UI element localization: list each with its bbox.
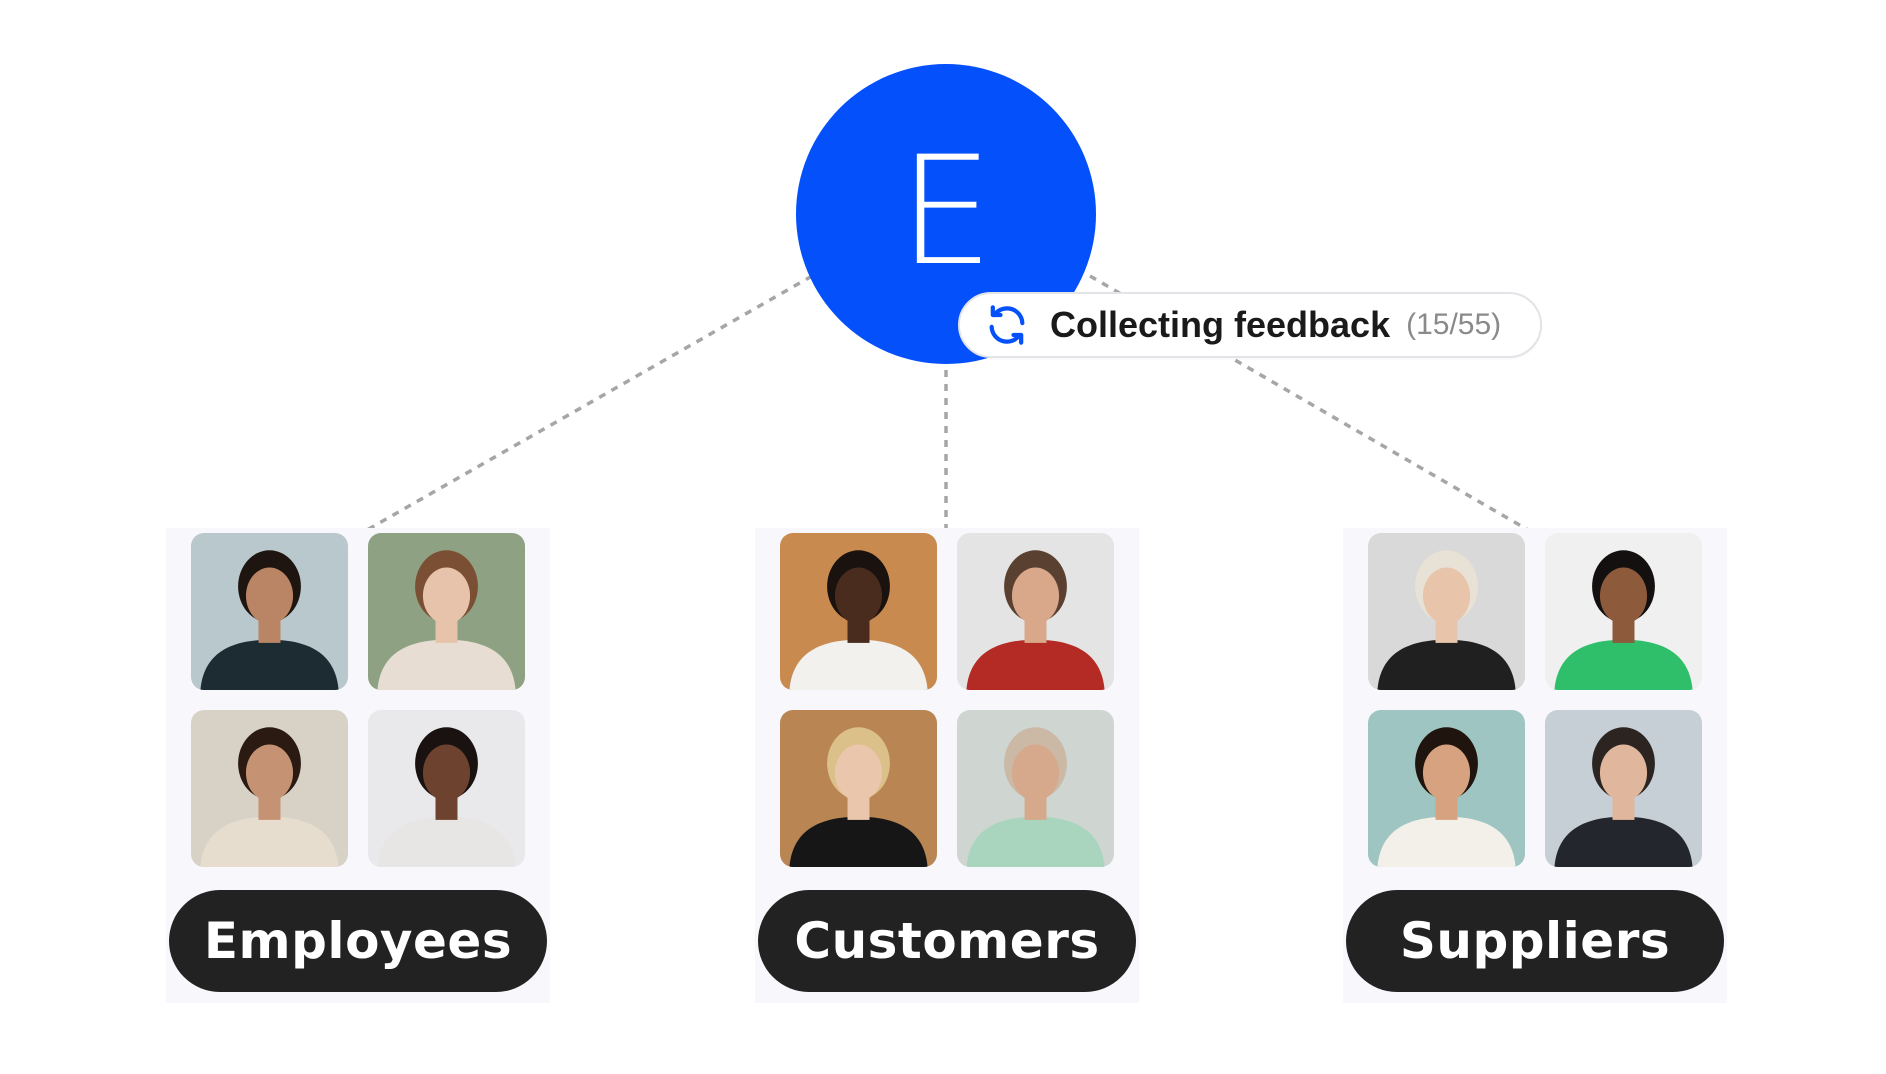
connector-employees [359,274,813,536]
photo-grid [1368,533,1702,867]
group-label: Customers [758,890,1136,992]
person-photo [1545,533,1702,690]
photo-grid [780,533,1114,867]
person-photo [368,710,525,867]
photo-grid [191,533,525,867]
person-photo [957,710,1114,867]
group-label: Suppliers [1346,890,1724,992]
group-customers: Customers [755,528,1139,1003]
person-photo [191,710,348,867]
status-label: Collecting feedback [1050,304,1391,345]
status-count: (15/55) [1406,308,1502,341]
person-photo [1368,710,1525,867]
person-photo [1368,533,1525,690]
person-photo [780,710,937,867]
avatar-letter: E [898,125,994,299]
person-photo [191,533,348,690]
group-suppliers: Suppliers [1343,528,1727,1003]
person-photo [957,533,1114,690]
person-photo [1545,710,1702,867]
refresh-icon [989,305,1025,345]
person-photo [780,533,937,690]
group-employees: Employees [166,528,550,1003]
person-photo [368,533,525,690]
feedback-status-pill: Collecting feedback (15/55) [958,292,1542,358]
group-label: Employees [169,890,547,992]
